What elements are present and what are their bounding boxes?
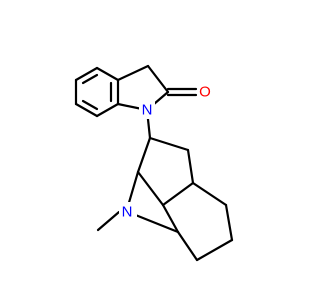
bond: [161, 203, 180, 234]
atom-bg: [119, 202, 137, 222]
atom-bg: [198, 82, 214, 102]
bond: [74, 102, 99, 118]
bond: [161, 181, 195, 207]
double-bond-inner: [81, 99, 99, 111]
atom-nitrogen-indoline: N: [142, 102, 153, 119]
bond: [136, 170, 165, 207]
bond: [74, 66, 99, 82]
atom-labels: N O N: [119, 82, 214, 222]
bond: [116, 64, 150, 82]
bond: [96, 210, 121, 232]
double-bond-inner: [81, 73, 99, 85]
bond: [136, 136, 152, 174]
bond: [95, 102, 120, 118]
molecule-structure: N O N: [74, 64, 234, 262]
atom-bg: [139, 101, 155, 119]
bond: [186, 148, 195, 185]
bond: [224, 203, 234, 242]
bond: [148, 136, 190, 152]
bond: [176, 230, 199, 262]
atom-nitrogen-bridge: N: [122, 204, 133, 221]
bond: [191, 181, 228, 207]
bond: [146, 64, 170, 94]
bonds: [74, 64, 234, 262]
bond: [126, 170, 140, 208]
bond: [195, 238, 234, 262]
atom-oxygen-carbonyl: O: [199, 84, 211, 101]
bond: [95, 66, 120, 82]
